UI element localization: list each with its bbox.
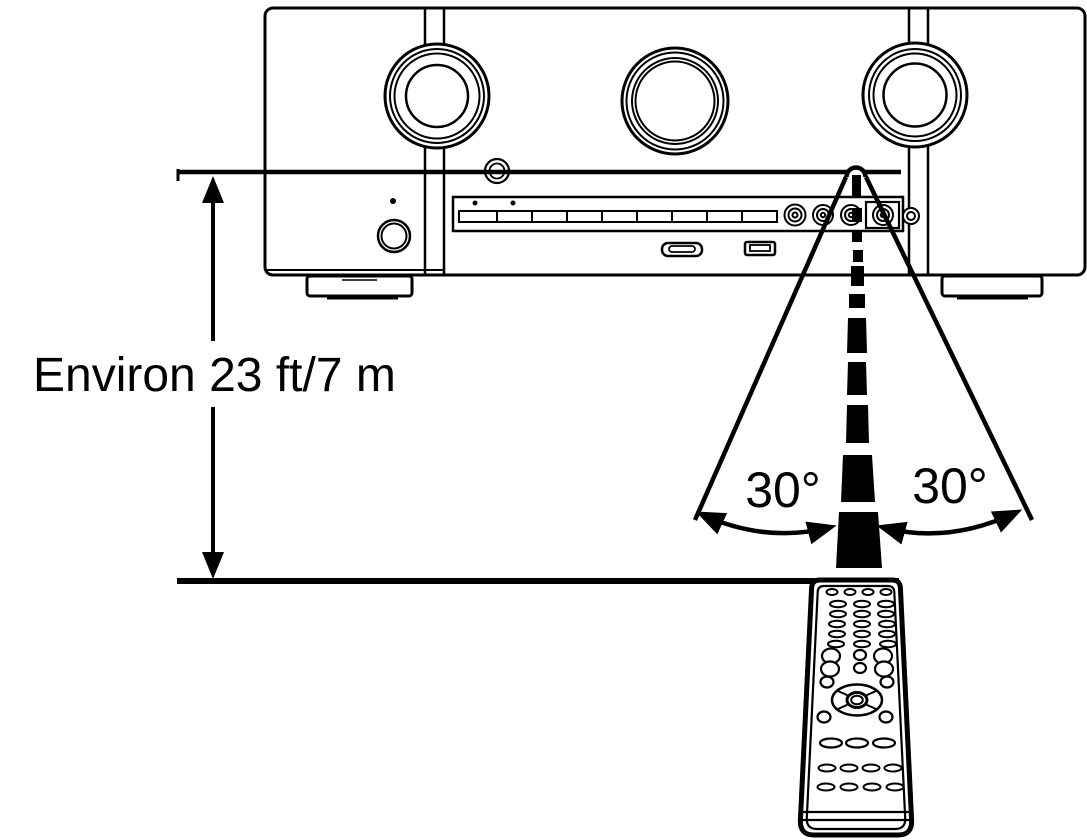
power-button [376,218,412,254]
input-selector-knob [383,42,491,150]
angle-left-label: 30° [745,462,821,518]
arrowhead-up [202,176,224,203]
receiver-foot-left [305,274,414,300]
remote-side-buttons [816,710,894,724]
arrowhead-down [202,552,224,579]
beam-dashes [836,175,882,568]
remote-control [797,577,915,838]
display-segment-dividers [496,211,743,222]
angle-right-label: 30° [912,458,988,514]
left-angle-arc-arrow [695,511,837,545]
hdmi-port [660,241,704,258]
power-indicator-dot [390,198,396,204]
volume-knob [861,41,969,149]
distance-label: Environ 23 ft/7 m [33,349,396,402]
remote-pill-button-grid [827,599,897,649]
angle-arrows [695,509,1023,545]
remote-wide-pill-row [818,737,897,749]
receiver-foot-right [940,274,1044,300]
beam-edge-left [692,176,849,521]
display-dot [472,200,478,206]
ir-sensor-icon [844,165,868,178]
distance-measurement [176,169,901,584]
center-knob [620,46,730,156]
infrared-beam [692,175,1035,568]
beam-edge-right [863,176,1035,521]
remote-round-buttons [819,647,895,689]
remote-face-outline [805,584,907,831]
av-receiver [263,6,1087,300]
remote-button-row-top [825,588,893,596]
remote-dpad [830,683,884,717]
remote-bottom-pill-rows [816,763,905,792]
right-angle-arc-arrow [876,509,1023,545]
distance-arrow [202,176,224,579]
usb-port [743,240,777,257]
display-dot [510,200,516,206]
